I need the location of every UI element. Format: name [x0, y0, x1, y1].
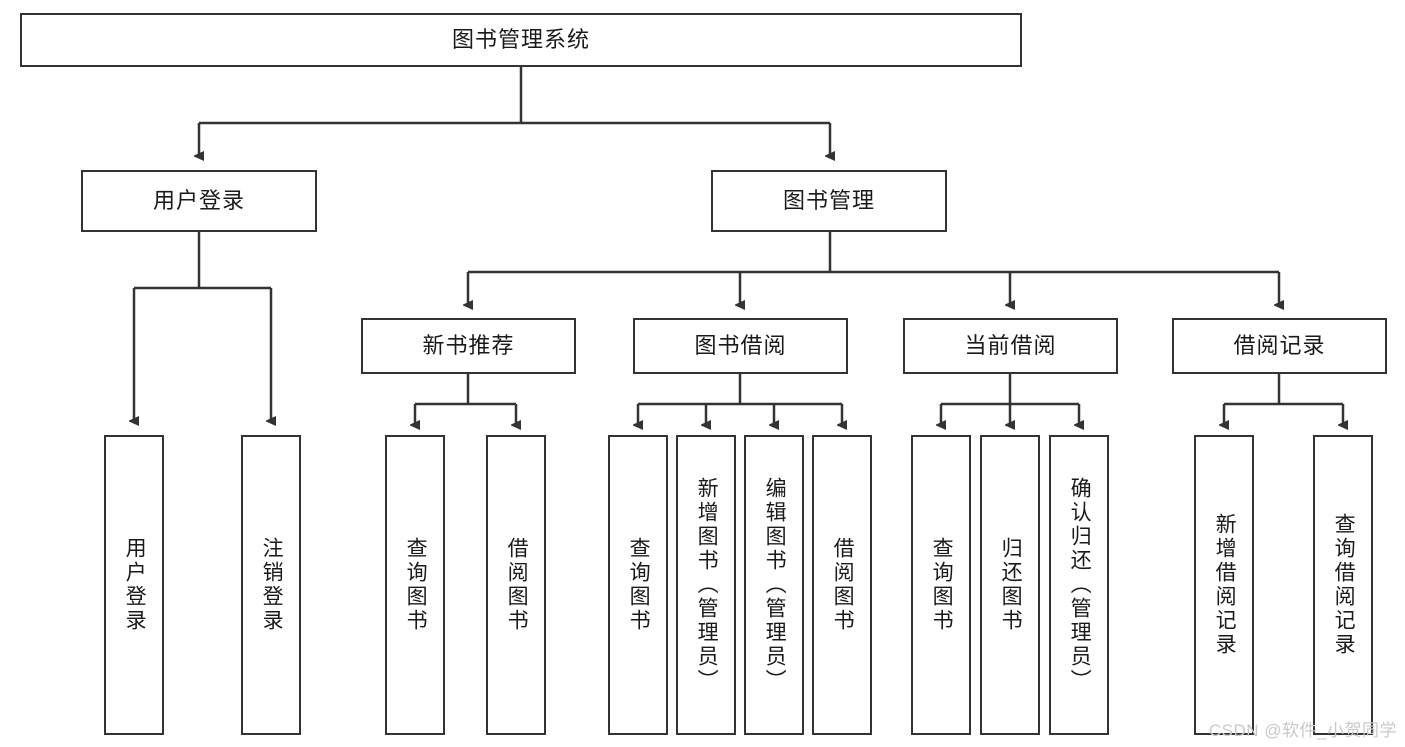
leaf-return-book[interactable]: 归还图书	[980, 435, 1040, 735]
node-label: 新增图书（管理员）	[695, 477, 719, 693]
node-user-login[interactable]: 用户登录	[81, 170, 317, 232]
node-label: 图书借阅	[694, 332, 787, 358]
node-book-borrow[interactable]: 图书借阅	[633, 318, 848, 374]
node-label: 查询图书	[404, 537, 428, 633]
leaf-user-login[interactable]: 用户登录	[104, 435, 164, 735]
node-label: 查询图书	[930, 537, 954, 633]
leaf-query-book-recommend[interactable]: 查询图书	[385, 435, 445, 735]
node-label: 借阅记录	[1233, 332, 1326, 358]
node-label: 图书管理系统	[451, 26, 590, 52]
node-label: 用户登录	[123, 537, 147, 633]
node-label: 查询借阅记录	[1332, 513, 1356, 657]
node-new-book-recommend[interactable]: 新书推荐	[361, 318, 576, 374]
node-label: 新书推荐	[422, 332, 515, 358]
node-label: 借阅图书	[505, 537, 529, 633]
node-label: 注销登录	[260, 537, 284, 633]
node-root-system[interactable]: 图书管理系统	[20, 13, 1022, 67]
node-label: 编辑图书（管理员）	[763, 477, 787, 693]
node-label: 归还图书	[999, 537, 1023, 633]
node-label: 用户登录	[152, 187, 245, 213]
node-label: 新增借阅记录	[1213, 513, 1237, 657]
csdn-watermark: CSDN @软件_小贺同学	[1208, 721, 1397, 740]
leaf-query-book-current[interactable]: 查询图书	[911, 435, 971, 735]
leaf-borrow-book-recommend[interactable]: 借阅图书	[486, 435, 546, 735]
leaf-query-book-borrow[interactable]: 查询图书	[608, 435, 668, 735]
leaf-query-borrow-record[interactable]: 查询借阅记录	[1313, 435, 1373, 735]
leaf-logout[interactable]: 注销登录	[241, 435, 301, 735]
node-label: 确认归还（管理员）	[1068, 477, 1092, 693]
leaf-edit-book-admin[interactable]: 编辑图书（管理员）	[744, 435, 804, 735]
node-current-borrow[interactable]: 当前借阅	[903, 318, 1118, 374]
leaf-add-borrow-record[interactable]: 新增借阅记录	[1194, 435, 1254, 735]
node-borrow-records[interactable]: 借阅记录	[1172, 318, 1387, 374]
leaf-add-book-admin[interactable]: 新增图书（管理员）	[676, 435, 736, 735]
node-label: 当前借阅	[964, 332, 1057, 358]
node-label: 借阅图书	[831, 537, 855, 633]
node-label: 图书管理	[782, 187, 875, 213]
node-label: 查询图书	[627, 537, 651, 633]
node-book-management[interactable]: 图书管理	[711, 170, 947, 232]
leaf-borrow-book[interactable]: 借阅图书	[812, 435, 872, 735]
leaf-confirm-return-admin[interactable]: 确认归还（管理员）	[1049, 435, 1109, 735]
